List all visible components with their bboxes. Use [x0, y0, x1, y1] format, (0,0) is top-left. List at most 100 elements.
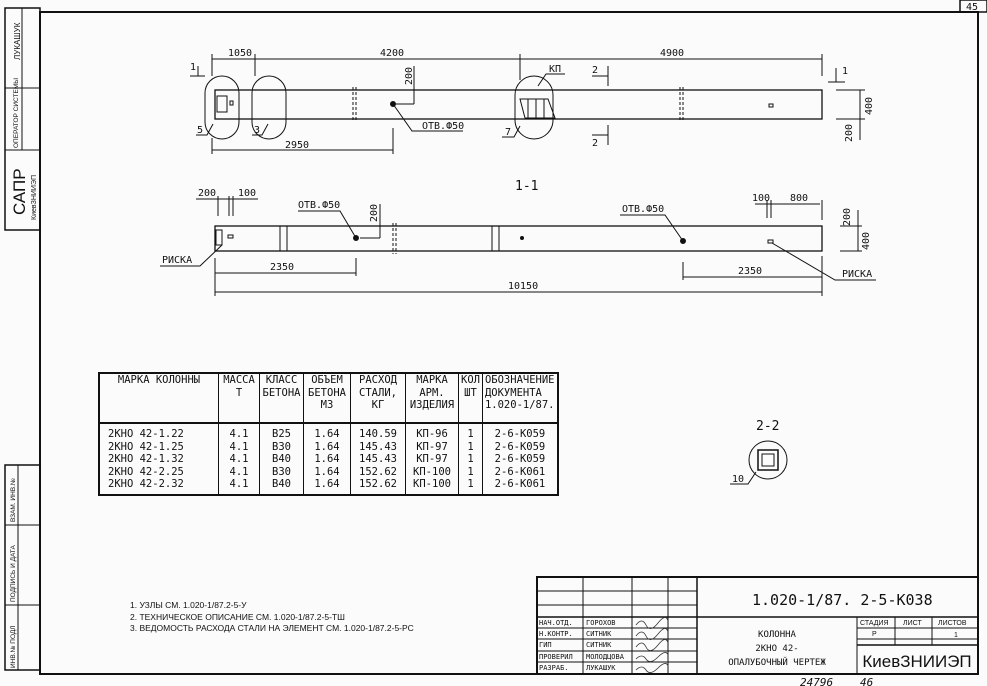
table-cell: B25 [259, 423, 304, 441]
footer-number-1: 24796 [800, 676, 833, 686]
dim-400: 400 [864, 97, 875, 115]
org-name: КиевЗНИИЭП [862, 652, 971, 671]
stage-value: Р [872, 631, 877, 638]
dim-2350-left: 2350 [270, 262, 294, 273]
table-cell: КП-96 [405, 423, 459, 441]
table-cell: 1.64 [303, 465, 351, 478]
table-cell: 2КНО 42-1.22 [98, 423, 219, 441]
table-cell: B30 [259, 465, 304, 478]
title-line-2: 2КНО 42- [755, 644, 798, 654]
table-cell: 1 [458, 465, 483, 478]
table-cell: 145.43 [350, 453, 406, 466]
table-cell: 140.59 [350, 423, 406, 441]
role-label: НАЧ.ОТД. [539, 619, 573, 627]
table-cell: КП-100 [405, 478, 459, 495]
table-cell: 152.62 [350, 465, 406, 478]
table-cell: 4.1 [218, 440, 260, 453]
table-cell: 152.62 [350, 478, 406, 495]
table-cell: 2-6-К059 [481, 423, 558, 441]
role-label: РАЗРАБ. [539, 664, 569, 672]
dim-200-right: 200 [842, 208, 853, 226]
dim-400-right: 400 [861, 232, 872, 250]
table-cell: 145.43 [350, 440, 406, 453]
role-name: ЛУКАШУК [586, 664, 616, 672]
role-name: МОЛОДЦОВА [586, 653, 625, 661]
section-mark-1-left: 1 [190, 62, 196, 73]
callout-3: 3 [254, 125, 260, 136]
dim-1050: 1050 [228, 48, 252, 59]
dim-200-hole: 200 [404, 67, 415, 85]
col-header: РАСХОД СТАЛИ, КГ [350, 373, 406, 424]
table-cell: 2КНО 42-2.32 [98, 478, 219, 495]
sheets-label: ЛИСТОВ [938, 620, 967, 627]
table-cell: 1.64 [303, 478, 351, 495]
col-header: КЛАСС БЕТОНА [259, 373, 304, 424]
table-cell: 4.1 [218, 453, 260, 466]
col-header: МАРКА КОЛОННЫ [98, 373, 219, 424]
table-cell: КП-97 [405, 453, 459, 466]
dim-100-left: 100 [238, 188, 256, 199]
table-cell: 1.64 [303, 440, 351, 453]
dim-2950: 2950 [285, 140, 309, 151]
hole-label-right: ОТВ.Ф50 [622, 204, 664, 215]
footer-number-2: 46 [860, 676, 874, 686]
table-header-row: МАРКА КОЛОННЫ МАССА Т КЛАСС БЕТОНА ОБЪЕМ… [98, 373, 558, 424]
table-cell: 2КНО 42-2.25 [98, 465, 219, 478]
title-block: 1.020-1/87. 2-5-К038 НАЧ.ОТД. ГОРОХОВ Н.… [536, 576, 979, 675]
operator-name: ЛУКАШУК [13, 22, 22, 60]
role-name: СИТНИК [586, 641, 612, 649]
title-line-1: КОЛОННА [758, 630, 797, 640]
stage-label: СТАДИЯ [860, 620, 889, 627]
note-item: 1. УЗЛЫ СМ. 1.020-1/87.2-5-У [130, 600, 247, 610]
top-view-drawing: 1050 4200 4900 2950 200 400 200 1 1 2 2 … [190, 48, 875, 154]
table-cell: 1 [458, 453, 483, 466]
col-header: МАССА Т [218, 373, 260, 424]
dim-4200: 4200 [380, 48, 404, 59]
table-cell: 1 [458, 423, 483, 441]
table-cell: 1 [458, 440, 483, 453]
note-item: 2. ТЕХНИЧЕСКОЕ ОПИСАНИЕ СМ. 1.020-1/87.2… [130, 611, 345, 622]
operator-label: ОПЕРАТОР СИСТЕМЫ [13, 78, 20, 148]
table-cell: 4.1 [218, 423, 260, 441]
table-cell: 4.1 [218, 478, 260, 495]
callout-7: 7 [505, 127, 511, 138]
sapr-label: САПР [10, 168, 29, 215]
section-2-2-drawing: 2-2 10 [730, 419, 788, 485]
col-header: ОБЪЕМ БЕТОНА М3 [303, 373, 351, 424]
note-item: 3. ВЕДОМОСТЬ РАСХОДА СТАЛИ НА ЭЛЕМЕНТ СМ… [130, 623, 414, 633]
table-cell: 1.64 [303, 453, 351, 466]
callout-10: 10 [732, 474, 744, 485]
dim-200-hole: 200 [369, 204, 380, 222]
stamp-label-replace: ВЗАМ. ИНВ.№ [10, 478, 17, 522]
hole-label-left: ОТВ.Ф50 [298, 200, 340, 211]
section-mark-2-top: 2 [592, 65, 598, 76]
table-cell: 2-6-К059 [481, 440, 558, 453]
callout-kp: КП [549, 64, 561, 75]
left-strip: ЛУКАШУК ОПЕРАТОР СИСТЕМЫ САПР КиевЗНИИЭП… [4, 7, 41, 671]
col-header: КОЛ ШТ [458, 373, 483, 424]
notes: 1. УЗЛЫ СМ. 1.020-1/87.2-5-У 2. ТЕХНИЧЕС… [130, 600, 414, 635]
dim-200-left: 200 [198, 188, 216, 199]
sapr-org: КиевЗНИИЭП [31, 175, 38, 220]
dim-100-right: 100 [752, 193, 770, 204]
col-header: МАРКА АРМ. ИЗДЕЛИЯ [405, 373, 459, 424]
stamp-label-signature: ПОДПИСЬ И ДАТА [10, 544, 17, 602]
dim-2350-right: 2350 [738, 266, 762, 277]
sheets-value: 1 [954, 632, 958, 639]
callout-5: 5 [197, 125, 203, 136]
table-cell: 1 [458, 478, 483, 495]
table-cell: 2-6-К059 [481, 453, 558, 466]
table-cell: 2КНО 42-1.32 [98, 453, 219, 466]
mark-label-right: РИСКА [842, 269, 872, 280]
hole-label: ОТВ.Ф50 [422, 121, 464, 132]
stamp-label-inv: ИНВ.№ ПОДЛ [10, 625, 17, 668]
section-1-1-title: 1-1 [515, 179, 538, 194]
table-cell: B40 [259, 478, 304, 495]
sheet-frame [39, 11, 979, 675]
role-name: ГОРОХОВ [586, 619, 616, 627]
dim-4900: 4900 [660, 48, 684, 59]
